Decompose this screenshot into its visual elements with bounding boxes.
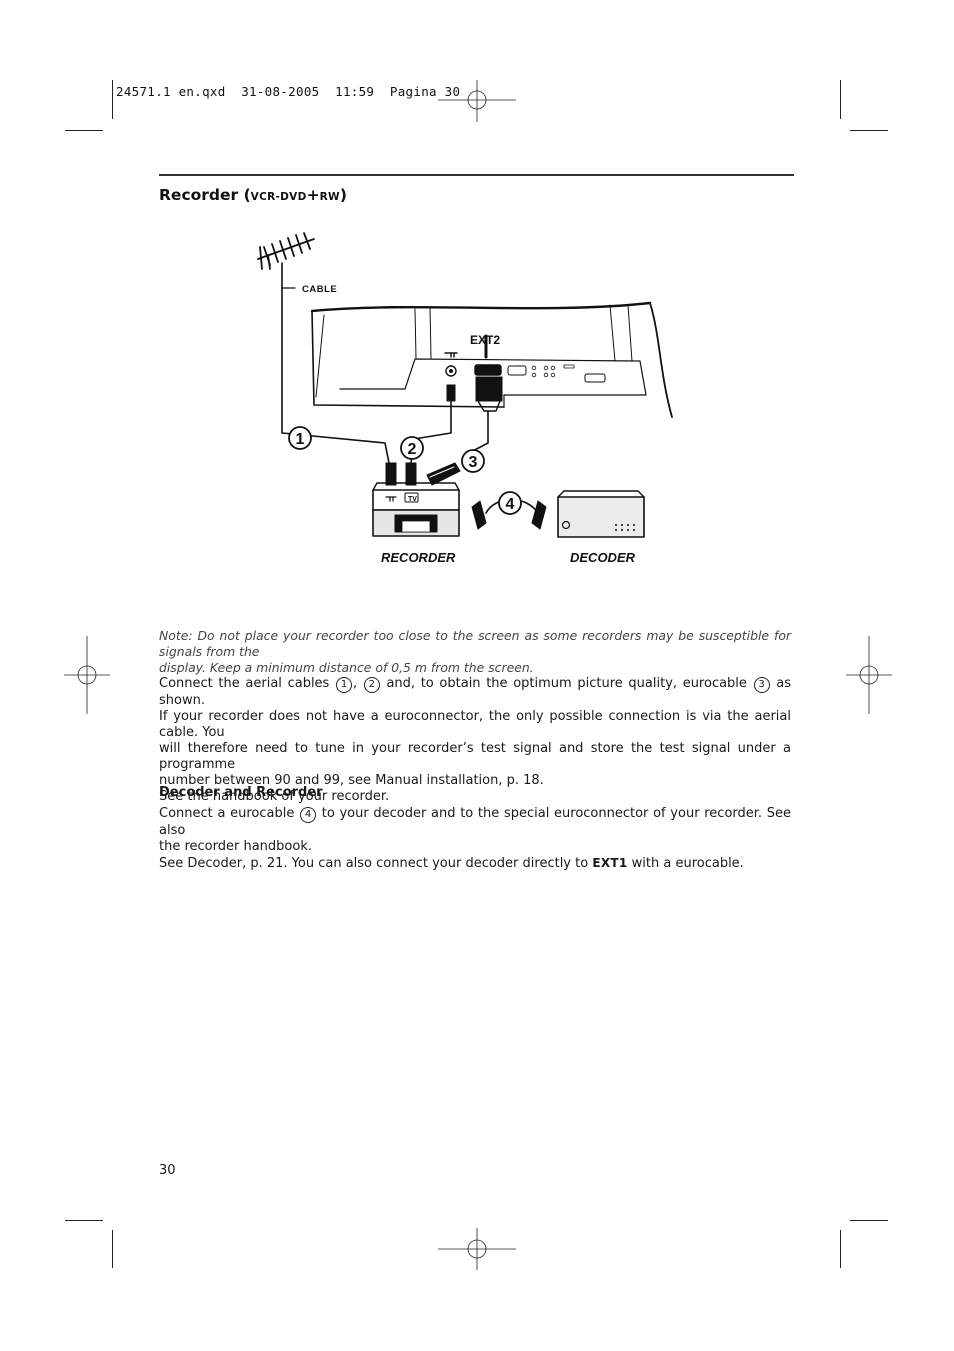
print-slug: 24571.1 en.qxd 31-08-2005 11:59 Pagina 3… <box>116 84 461 99</box>
page-number: 30 <box>159 1163 176 1178</box>
tv-back-panel <box>310 301 673 418</box>
tv-badge: TV <box>408 496 417 503</box>
connection-diagram: CABLE EXT2 TV 1 2 3 4 RECORDER DECODER <box>257 232 673 565</box>
section-title: Recorder (VCR-DVD+RW) <box>159 186 347 204</box>
registration-mark-right <box>846 636 892 714</box>
callout-ref-4: 4 <box>300 807 317 823</box>
recorder-icon <box>372 482 460 537</box>
cable-label: CABLE <box>302 284 337 295</box>
registration-mark-left <box>64 636 110 714</box>
header-rule <box>159 174 794 176</box>
recorder-label: RECORDER <box>381 550 456 565</box>
ext2-label: EXT2 <box>470 333 500 347</box>
registration-mark-bottom <box>438 1228 516 1270</box>
decoder-recorder-heading: Decoder and Recorder <box>159 785 323 800</box>
antenna-icon <box>257 232 315 270</box>
registration-mark-top <box>438 80 516 122</box>
callout-4: 4 <box>506 496 515 513</box>
connection-paragraph: Connect the aerial cables 1, 2 and, to o… <box>159 676 791 804</box>
callout-1: 1 <box>296 431 305 448</box>
decoder-label: DECODER <box>570 550 636 565</box>
callout-ref-1: 1 <box>336 677 352 693</box>
callout-ref-3: 3 <box>753 677 770 693</box>
callout-2: 2 <box>408 441 417 458</box>
decoder-icon <box>557 490 645 538</box>
callout-ref-2: 2 <box>363 677 380 693</box>
note-paragraph: Note: Do not place your recorder too clo… <box>159 628 791 675</box>
decoder-paragraph: Connect a eurocable 4 to your decoder an… <box>159 806 791 871</box>
callout-3: 3 <box>469 454 478 471</box>
